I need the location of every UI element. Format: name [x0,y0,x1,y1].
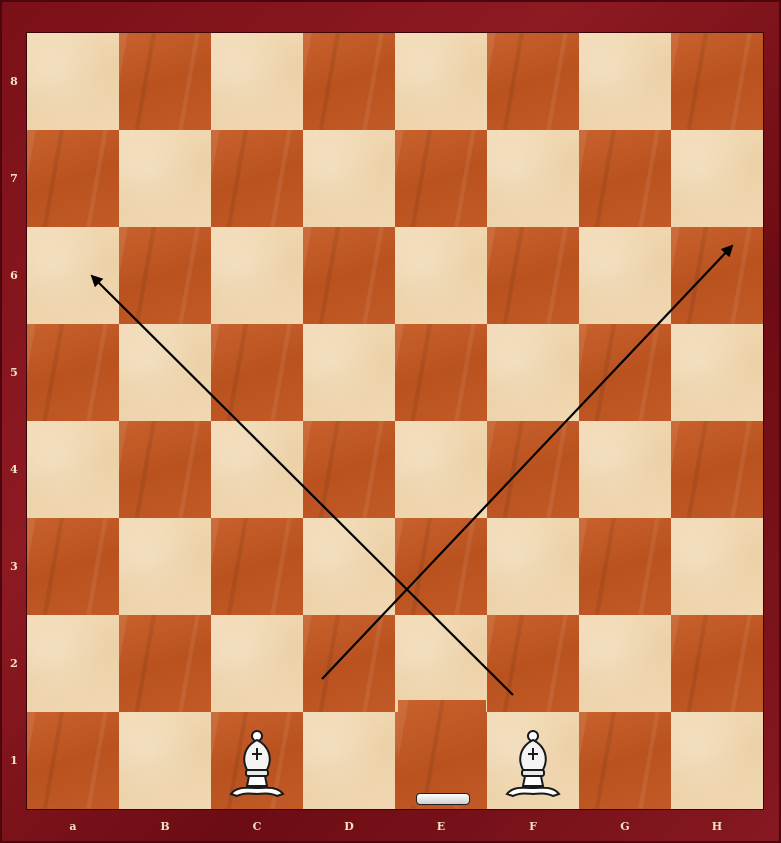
square-c8[interactable] [211,33,303,130]
square-a7[interactable] [27,130,119,227]
square-h5[interactable] [671,324,763,421]
square-c5[interactable] [211,324,303,421]
square-f6[interactable] [487,227,579,324]
square-b6[interactable] [119,227,211,324]
chessboard [27,33,763,809]
square-b2[interactable] [119,615,211,712]
square-g1[interactable] [579,712,671,809]
square-a4[interactable] [27,421,119,518]
square-c3[interactable] [211,518,303,615]
rank-label-3: 3 [8,560,20,573]
square-d8[interactable] [303,33,395,130]
square-h6[interactable] [671,227,763,324]
square-h8[interactable] [671,33,763,130]
square-f5[interactable] [487,324,579,421]
file-label-d: D [339,820,359,833]
square-a3[interactable] [27,518,119,615]
file-label-h: H [707,820,727,833]
white-bishop-icon[interactable] [487,712,579,809]
file-label-c: C [247,820,267,833]
square-d5[interactable] [303,324,395,421]
rank-label-6: 6 [8,269,20,282]
square-d3[interactable] [303,518,395,615]
square-b7[interactable] [119,130,211,227]
square-f2[interactable] [487,615,579,712]
white-bishop-icon[interactable] [211,712,303,809]
rank-label-7: 7 [8,172,20,185]
square-e8[interactable] [395,33,487,130]
file-label-g: G [615,820,635,833]
square-h7[interactable] [671,130,763,227]
square-g8[interactable] [579,33,671,130]
square-d7[interactable] [303,130,395,227]
square-d1[interactable] [303,712,395,809]
square-h1[interactable] [671,712,763,809]
square-g5[interactable] [579,324,671,421]
square-e5[interactable] [395,324,487,421]
square-f8[interactable] [487,33,579,130]
file-label-f: F [523,820,543,833]
square-c2[interactable] [211,615,303,712]
square-b5[interactable] [119,324,211,421]
file-label-a: a [63,820,83,833]
square-h4[interactable] [671,421,763,518]
square-a8[interactable] [27,33,119,130]
square-e7[interactable] [395,130,487,227]
square-g3[interactable] [579,518,671,615]
square-f3[interactable] [487,518,579,615]
file-label-e: E [431,820,451,833]
square-g2[interactable] [579,615,671,712]
square-d2[interactable] [303,615,395,712]
square-e6[interactable] [395,227,487,324]
square-g7[interactable] [579,130,671,227]
square-c6[interactable] [211,227,303,324]
square-g4[interactable] [579,421,671,518]
square-d4[interactable] [303,421,395,518]
rank-label-5: 5 [8,366,20,379]
rank-label-1: 1 [8,754,20,767]
piece-remnant-base [416,793,470,805]
square-c7[interactable] [211,130,303,227]
square-h3[interactable] [671,518,763,615]
rank-label-8: 8 [8,75,20,88]
square-b4[interactable] [119,421,211,518]
square-b3[interactable] [119,518,211,615]
square-g6[interactable] [579,227,671,324]
square-e4[interactable] [395,421,487,518]
square-c4[interactable] [211,421,303,518]
square-e3[interactable] [395,518,487,615]
rank-label-4: 4 [8,463,20,476]
square-a6[interactable] [27,227,119,324]
square-d6[interactable] [303,227,395,324]
square-a1[interactable] [27,712,119,809]
square-a5[interactable] [27,324,119,421]
square-b1[interactable] [119,712,211,809]
square-a2[interactable] [27,615,119,712]
square-f7[interactable] [487,130,579,227]
square-f4[interactable] [487,421,579,518]
square-b8[interactable] [119,33,211,130]
square-e2[interactable] [395,615,487,712]
file-label-b: B [155,820,175,833]
square-highlight-e1 [398,700,486,806]
square-h2[interactable] [671,615,763,712]
rank-label-2: 2 [8,657,20,670]
